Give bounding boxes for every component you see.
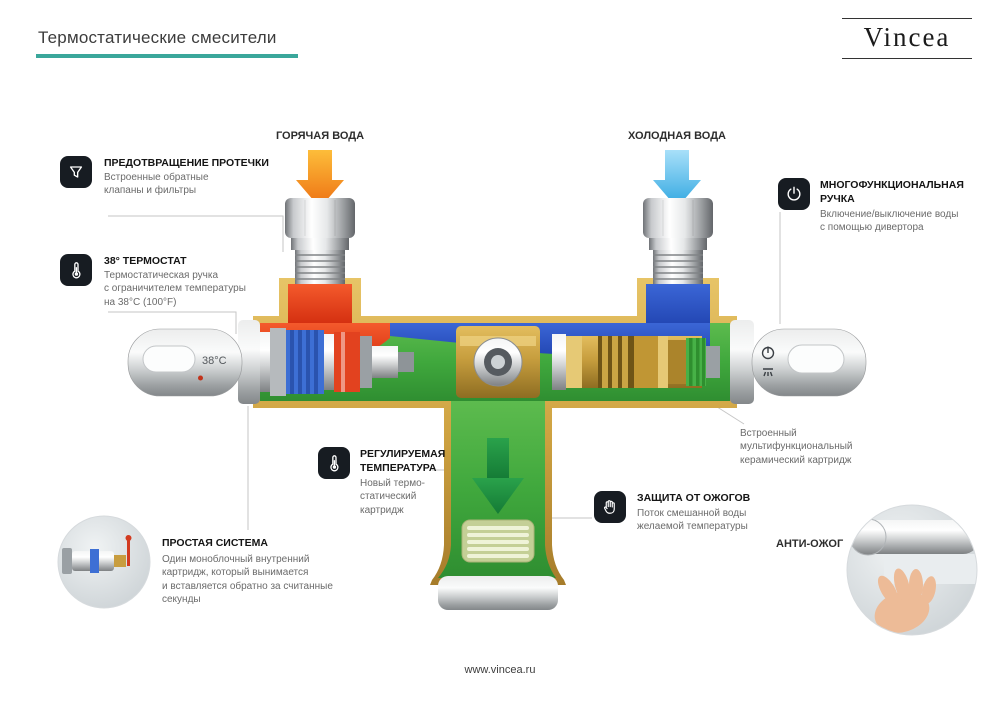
ceramic-cartridge [552,334,720,390]
hand-icon [594,491,626,523]
right-collar [730,320,754,404]
ceramic-cartridge-note: Встроенный мультифункциональный керамиче… [740,428,853,466]
footer-url: www.vincea.ru [464,664,536,676]
mixed-flow-arrow-icon [472,438,524,514]
center-brass-nut [456,326,540,398]
cold-inlet-channel [646,284,710,324]
thermometer-icon [60,254,92,286]
hand-graphic [874,568,936,633]
brand-logo: Vincea [842,18,972,59]
burn-protection-body: Поток смешанной воды желаемой температур… [637,508,748,533]
simple-system-title: ПРОСТАЯ СИСТЕМА [162,537,268,549]
thermostat-body: Термостатическая ручка с ограничителем т… [104,270,246,308]
thermometer-icon [318,447,350,479]
leak-prevention-title: ПРЕДОТВРАЩЕНИЕ ПРОТЕЧКИ [104,157,269,169]
cold-inlet-pipe [643,198,713,284]
cartridge-photo [57,515,151,609]
title-underline [36,54,298,58]
adjustable-temperature-title: РЕГУЛИРУЕМАЯ ТЕМПЕРАТУРА [360,448,446,474]
cold-water-arrow-icon [653,150,701,208]
hot-water-arrow-icon [296,150,344,208]
diverter-handle-window [787,344,845,374]
hot-inlet-pipe [285,198,355,284]
thermostat-title: 38° ТЕРМОСТАТ [104,255,187,267]
safety-button[interactable] [198,375,203,381]
leak-prevention-body: Встроенные обратные клапаны и фильтры [104,172,209,197]
anti-burn-label: АНТИ-ОЖОГ [776,538,844,550]
adjustable-temperature-body: Новый термо- статический картридж [360,478,426,516]
multifunction-handle-body: Включение/выключение воды с помощью диве… [820,209,959,234]
simple-system-body: Один моноблочный внутренний картридж, ко… [162,554,333,606]
multifunction-handle-title: МНОГОФУНКЦИОНАЛЬНАЯ РУЧКА [820,179,964,205]
thermostat-handle-window [142,345,196,373]
callout-lines [108,212,781,530]
hot-inlet-channel [288,284,352,324]
handle-temperature-label: 38°C [202,355,227,367]
aerator [461,519,535,563]
left-collar [238,320,260,404]
burn-protection-title: ЗАЩИТА ОТ ОЖОГОВ [637,492,751,504]
anti-burn-photo [846,504,978,636]
page-title: Термостатические смесители [38,28,277,47]
spout-chrome-cap [438,576,558,610]
callout-line-thermostat [108,311,237,334]
callout-line-leak-prevention [108,215,284,252]
diverter-mode-icons [761,346,775,377]
cold-water-label: ХОЛОДНАЯ ВОДА [627,130,726,142]
hot-water-label: ГОРЯЧАЯ ВОДА [275,130,365,142]
check-valve-filter-icon [60,156,92,188]
power-diverter-icon [778,178,810,210]
